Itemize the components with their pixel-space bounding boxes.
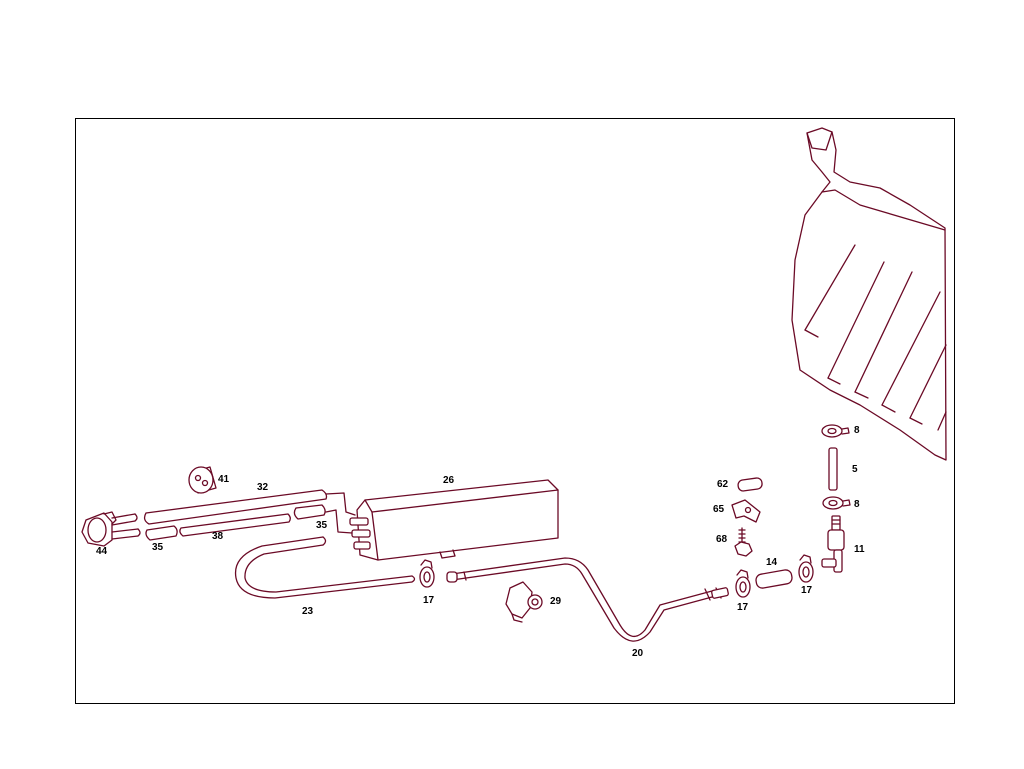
callout-26: 26	[443, 475, 455, 486]
hose-32	[143, 489, 356, 525]
callout-17-right: 17	[801, 585, 813, 596]
callout-35-left: 35	[152, 542, 164, 553]
callout-41: 41	[218, 474, 230, 485]
callout-20: 20	[632, 648, 644, 659]
hose-38	[179, 513, 291, 537]
callout-35-right: 35	[316, 520, 328, 531]
hose-35-right	[293, 504, 353, 534]
clamp-17-right	[798, 554, 814, 583]
canister-26	[349, 479, 559, 561]
fuel-line-20	[446, 557, 729, 642]
callout-17-left: 17	[423, 595, 435, 606]
bracket-29	[505, 581, 543, 623]
callout-14: 14	[766, 557, 778, 568]
diagram-frame	[75, 118, 955, 704]
valve-11	[821, 515, 845, 573]
callout-38: 38	[212, 531, 224, 542]
clamp-17-left	[419, 559, 435, 588]
callout-17-mid: 17	[737, 602, 749, 613]
callout-11: 11	[854, 544, 865, 555]
callout-8-bottom: 8	[854, 499, 860, 510]
clamp-8-top	[821, 424, 850, 438]
callout-32: 32	[257, 482, 269, 493]
screw-68	[734, 527, 753, 557]
callout-68: 68	[716, 534, 728, 545]
clamp-8-bottom	[822, 496, 851, 510]
callout-62: 62	[717, 479, 729, 490]
grommet-41	[188, 466, 217, 494]
hose-35-left	[145, 525, 178, 541]
hose-62	[737, 477, 763, 492]
elbow-44	[81, 511, 141, 547]
hose-23	[234, 536, 416, 599]
callout-44: 44	[96, 546, 108, 557]
clamp-17-mid	[735, 569, 751, 598]
bracket-65	[731, 499, 761, 523]
hose-14	[755, 569, 793, 589]
callout-23: 23	[302, 606, 314, 617]
callout-5: 5	[852, 464, 858, 475]
hose-5	[828, 447, 838, 491]
fuel-tank	[791, 127, 947, 461]
callout-29: 29	[550, 596, 562, 607]
callout-8-top: 8	[854, 425, 860, 436]
callout-65: 65	[713, 504, 725, 515]
